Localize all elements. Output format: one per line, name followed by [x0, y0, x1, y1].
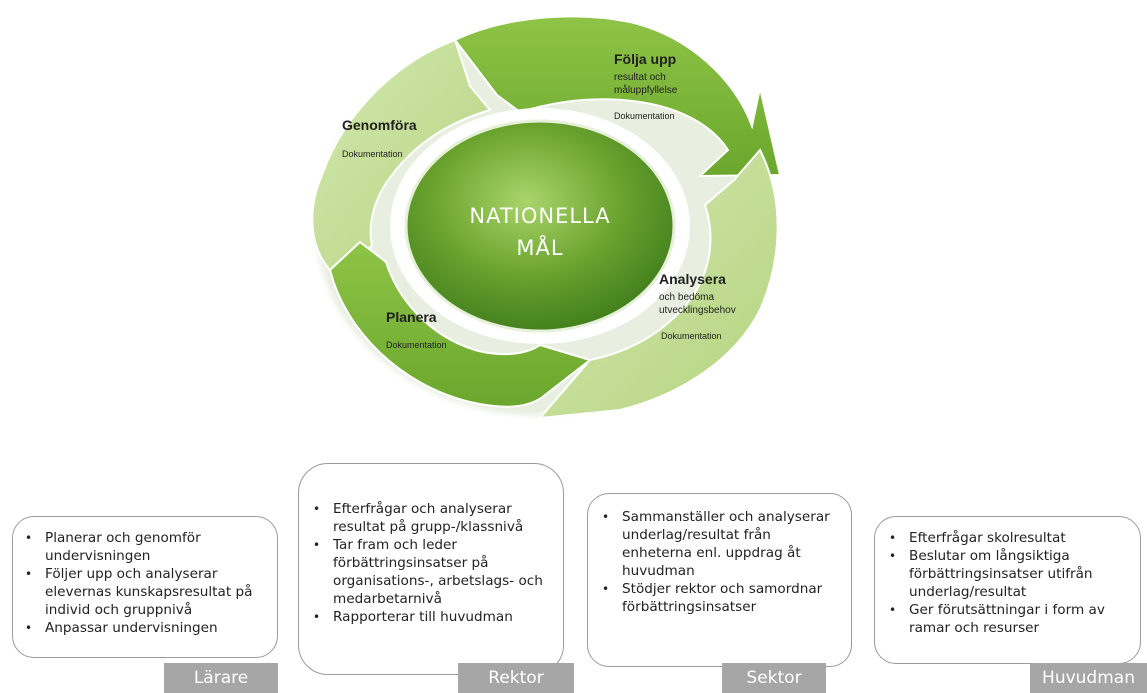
genomfora-doc: Dokumentation [342, 149, 403, 159]
planera-title: Planera [386, 309, 437, 325]
huvudman-item-2: Beslutar om långsiktiga förbättringsinsa… [881, 547, 1132, 601]
sektor-item-1: Sammanställer och analyserar underlag/re… [594, 508, 841, 580]
center-circle-rim [404, 119, 676, 333]
cycle-diagram: NATIONELLA MÅL Följa upp resultat och må… [311, 15, 782, 420]
sektor-item-2: Stödjer rektor och samordnar förbättring… [594, 580, 841, 616]
rektor-item-1: Efterfrågar och analyserar resultat på g… [305, 500, 553, 536]
larare-item-3: Anpassar undervisningen [17, 619, 269, 637]
larare-list: Planerar och genomför undervisningen Föl… [17, 529, 269, 637]
huvudman-item-1: Efterfrågar skolresultat [881, 529, 1132, 547]
card-rektor: Efterfrågar och analyserar resultat på g… [298, 463, 564, 675]
sektor-list: Sammanställer och analyserar underlag/re… [594, 508, 841, 616]
huvudman-item-3: Ger förutsättningar i form av ramar och … [881, 601, 1132, 637]
analysera-title: Analysera [659, 271, 726, 287]
card-sektor: Sammanställer och analyserar underlag/re… [587, 493, 852, 667]
rektor-list: Efterfrågar och analyserar resultat på g… [305, 500, 553, 626]
segment-analysera [537, 148, 779, 420]
folja-upp-title: Följa upp [614, 51, 676, 67]
tag-sektor: Sektor [722, 663, 826, 693]
rektor-item-2: Tar fram och leder förbättringsinsatser … [305, 536, 553, 608]
analysera-sub2: utvecklingsbehov [659, 305, 736, 316]
analysera-doc: Dokumentation [661, 331, 722, 341]
segment-planera [328, 240, 593, 408]
larare-item-1: Planerar och genomför undervisningen [17, 529, 269, 565]
tag-rektor: Rektor [458, 663, 574, 693]
larare-item-2: Följer upp och analyserar elevernas kuns… [17, 565, 269, 619]
card-larare: Planerar och genomför undervisningen Föl… [12, 516, 278, 658]
card-huvudman: Efterfrågar skolresultat Beslutar om lån… [874, 516, 1141, 664]
center-title-line1: NATIONELLA [469, 204, 610, 228]
tag-huvudman: Huvudman [1030, 663, 1147, 693]
analysera-sub1: och bedöma [659, 292, 714, 303]
planera-doc: Dokumentation [386, 340, 447, 350]
folja-upp-sub2: måluppfyllelse [614, 84, 678, 96]
rektor-item-3: Rapporterar till huvudman [305, 608, 553, 626]
genomfora-title: Genomföra [342, 117, 417, 133]
folja-upp-sub1: resultat och [614, 72, 666, 83]
center-title-line2: MÅL [516, 234, 563, 260]
folja-upp-doc: Dokumentation [614, 111, 675, 121]
segment-folja-upp [453, 15, 782, 178]
tag-larare: Lärare [164, 663, 278, 693]
center-circle [406, 121, 674, 331]
huvudman-list: Efterfrågar skolresultat Beslutar om lån… [881, 529, 1132, 637]
